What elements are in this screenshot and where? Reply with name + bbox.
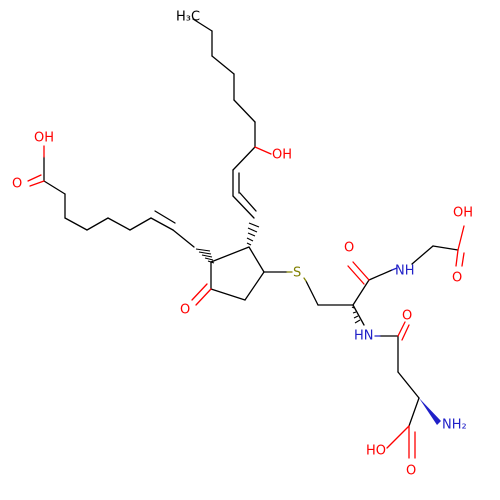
atom-label-acid-oh: OH	[34, 131, 54, 146]
bond	[211, 55, 235, 75]
bond	[303, 277, 307, 282]
bond	[248, 246, 265, 273]
nitrogen-bonds	[374, 267, 398, 337]
bond	[192, 18, 213, 32]
atom-label-amide1-nh: NH	[395, 264, 415, 279]
bond	[172, 229, 195, 248]
bond-lines	[43, 18, 459, 427]
atom-label-glu-o: O	[406, 464, 416, 479]
bond	[27, 174, 42, 182]
bond	[397, 321, 406, 337]
solid-wedge-bond	[419, 398, 441, 425]
hashed-wedge-bond	[351, 306, 361, 324]
bond	[411, 245, 434, 265]
atom-label-amide2-o: O	[402, 309, 412, 324]
bond	[86, 217, 109, 231]
bond	[154, 210, 176, 224]
bond	[64, 217, 88, 231]
atom-labels: H₃C OH O OH O S O NH OH O HN O NH₂ HO O	[12, 10, 473, 479]
bond	[305, 280, 319, 306]
bond	[43, 180, 66, 195]
bond	[129, 217, 152, 231]
bond	[232, 195, 255, 219]
bond	[432, 245, 459, 251]
bond	[455, 249, 459, 267]
atom-label-ch3: H₃C	[176, 10, 200, 25]
bond	[457, 225, 465, 251]
atom-label-glu-ho: HO	[366, 444, 386, 459]
stereo-bonds	[195, 222, 441, 425]
bond	[391, 267, 398, 271]
bond	[107, 217, 131, 231]
bond	[210, 246, 250, 263]
bond	[191, 283, 208, 301]
bond	[244, 271, 265, 301]
atom-label-gly-o: O	[452, 271, 462, 286]
bond	[239, 192, 257, 212]
atom-label-ketone-o: O	[180, 303, 190, 318]
atom-label-hydroxyl: OH	[272, 148, 292, 163]
hashed-wedge-bond	[195, 248, 215, 264]
bond	[195, 288, 212, 306]
atom-label-acid-o: O	[12, 177, 22, 192]
bond	[352, 261, 370, 281]
hashed-wedge-bond	[246, 222, 260, 246]
bond	[347, 265, 365, 285]
bond	[233, 99, 256, 123]
bond	[397, 371, 420, 399]
atom-label-sulfur: S	[293, 266, 301, 281]
atom-label-nh2: NH₂	[442, 418, 467, 433]
bond	[210, 288, 246, 301]
bond	[254, 146, 272, 155]
bond	[352, 279, 370, 306]
bond	[408, 397, 420, 427]
bond	[401, 324, 410, 341]
atom-label-amide2-hn: HN	[354, 329, 374, 344]
sulfur-bonds	[286, 271, 307, 282]
atom-label-amide1-o: O	[344, 241, 354, 256]
bond	[150, 217, 174, 231]
bond	[352, 304, 365, 326]
bond	[232, 146, 256, 171]
oxygen-bonds	[27, 145, 465, 459]
bond	[368, 269, 393, 281]
atom-label-gly-oh: OH	[453, 206, 473, 221]
bond	[461, 252, 465, 267]
bond	[386, 425, 410, 449]
bond	[29, 180, 45, 187]
